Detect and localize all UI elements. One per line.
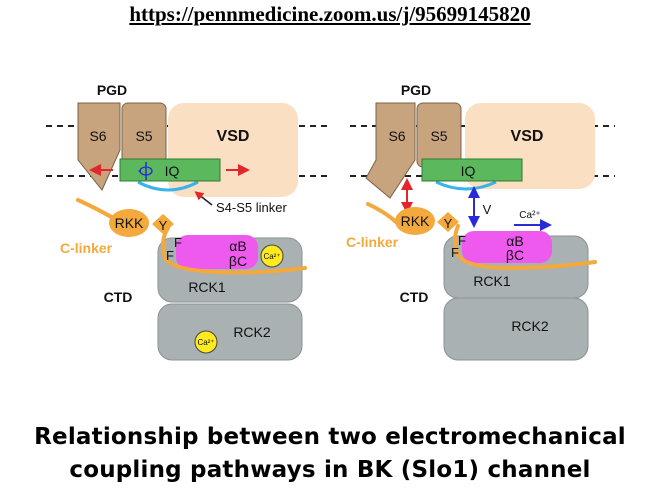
vsd-label-right: VSD [511, 128, 544, 145]
iq-box-right [421, 158, 523, 182]
alpha-beta-helix-right [462, 231, 552, 263]
f-label-1: F [174, 235, 182, 250]
ctd-label-right: CTD [400, 289, 429, 305]
pgd-label-right: PGD [401, 82, 431, 98]
c-linker-label-right: C-linker [346, 234, 399, 250]
rkk-label-right: RKK [401, 213, 430, 229]
alpha-b-label: αB [229, 238, 246, 254]
rotation-icon [138, 162, 153, 180]
right-panel: VSD S5 S6 PGD IQ V Ca²⁺ RCK1 RCK2 CTD αB… [346, 82, 615, 361]
alpha-b-label-right: αB [506, 233, 523, 249]
y-label: Y [159, 218, 168, 233]
rkk-blob [109, 209, 149, 237]
s4-s5-linker-loop-right [435, 180, 497, 191]
vsd-label: VSD [217, 128, 250, 145]
calcium-ion-1 [260, 244, 284, 268]
s6-label-right: S6 [388, 128, 405, 144]
vsd-block [168, 103, 298, 197]
iq-label-right: IQ [461, 163, 476, 179]
y-label-right: Y [444, 216, 453, 231]
rck1-label: RCK1 [188, 279, 226, 295]
caption-line-1: Relationship between two electromechanic… [34, 424, 626, 450]
zoom-url[interactable]: https://pennmedicine.zoom.us/j/956991458… [129, 2, 531, 26]
rck1-label-right: RCK1 [473, 273, 511, 289]
y-diamond-right [437, 212, 459, 232]
iq-label: IQ [165, 163, 180, 179]
rck2-label-right: RCK2 [511, 318, 549, 334]
calcium-ion-2 [194, 330, 218, 354]
alpha-beta-helix [176, 235, 258, 269]
s6-label: S6 [89, 128, 106, 144]
ca-label-1: Ca²⁺ [263, 252, 280, 261]
c-linker-label: C-linker [60, 240, 113, 256]
f-label-2: F [166, 248, 174, 263]
f-label-2-right: F [451, 245, 459, 260]
beta-c-label: βC [229, 253, 247, 269]
s6-segment-right [365, 102, 416, 199]
s5-label: S5 [135, 128, 152, 144]
rck2-label: RCK2 [233, 324, 271, 340]
ca-label-right: Ca²⁺ [519, 210, 540, 221]
s4s5-pointer [194, 191, 213, 206]
y-diamond [152, 214, 174, 234]
rck2-block [157, 303, 303, 361]
f-label-1-right: F [458, 233, 466, 248]
rkk-blob-right [395, 207, 435, 235]
rkk-label: RKK [115, 215, 144, 231]
s4s5-linker-label: S4-S5 linker [216, 200, 287, 215]
beta-c-label-right: βC [506, 247, 524, 263]
ca-label-2: Ca²⁺ [197, 338, 214, 347]
left-panel: VSD S5 S6 PGD IQ S4-S5 linker RCK1 RCK2 … [46, 82, 330, 361]
s5-label-right: S5 [430, 128, 447, 144]
v-label: V [483, 202, 492, 217]
c-linker-strand-right [366, 202, 597, 271]
s4-s5-linker-loop [137, 180, 199, 192]
ctd-label: CTD [104, 289, 133, 305]
pgd-label: PGD [97, 82, 127, 98]
caption-line-2: coupling pathways in BK (Slo1) channel [69, 457, 591, 483]
